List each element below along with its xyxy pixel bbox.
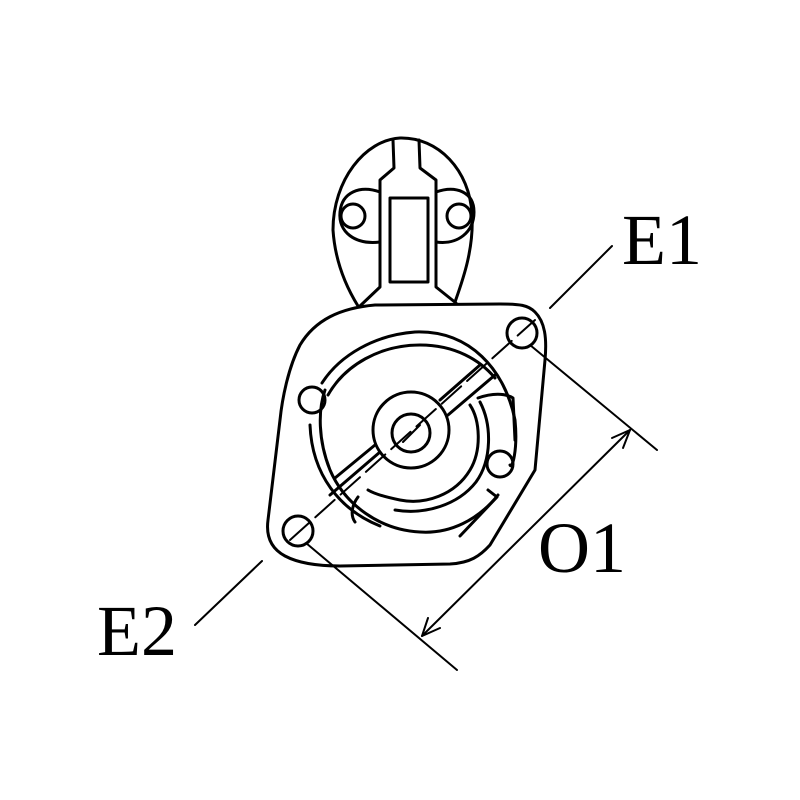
hole-centerline <box>289 319 536 541</box>
mounting-hole-e1 <box>505 316 539 350</box>
o1-extension-top <box>529 344 658 451</box>
shaft <box>390 412 432 454</box>
o1-arrowhead-top <box>611 429 631 449</box>
o1-arrowhead-bottom <box>421 617 441 637</box>
terminal-window <box>388 196 430 284</box>
label-e1: E1 <box>622 200 702 280</box>
shaft-collar <box>371 390 451 470</box>
flange-hole-left <box>297 385 327 415</box>
mounting-hole-e2 <box>281 514 315 548</box>
e2-leader <box>194 560 263 626</box>
mounting-flange <box>266 302 548 568</box>
label-o1: O1 <box>538 508 626 588</box>
o1-dimension-line <box>421 429 631 637</box>
e1-leader <box>549 245 613 309</box>
label-e2: E2 <box>97 591 177 671</box>
drive-nose <box>308 330 518 538</box>
solenoid-hole-right <box>445 202 473 230</box>
solenoid-hole-left <box>339 202 367 230</box>
o1-extension-bottom <box>305 542 458 671</box>
solenoid-head <box>331 136 476 308</box>
